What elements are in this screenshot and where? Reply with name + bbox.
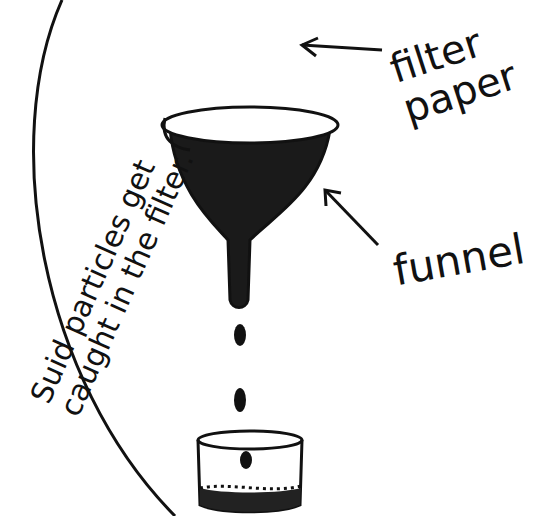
arrow-head — [302, 38, 318, 56]
handwritten-label: filter paper — [385, 4, 542, 130]
beaker-rim — [198, 431, 302, 449]
arrow-head — [325, 190, 341, 206]
filter-paper — [162, 107, 338, 143]
drop — [234, 324, 246, 346]
leader-line — [302, 45, 382, 50]
filter-paper-edge — [164, 118, 190, 150]
handwritten-label: funnel — [390, 222, 542, 293]
filtrate — [200, 488, 301, 512]
leader-line — [325, 190, 378, 245]
drop — [234, 388, 246, 412]
filtrate-surface — [200, 486, 301, 489]
beaker — [198, 440, 302, 512]
handwritten-label: Suid particles get caught in the filter. — [25, 94, 217, 421]
drop — [240, 451, 252, 469]
